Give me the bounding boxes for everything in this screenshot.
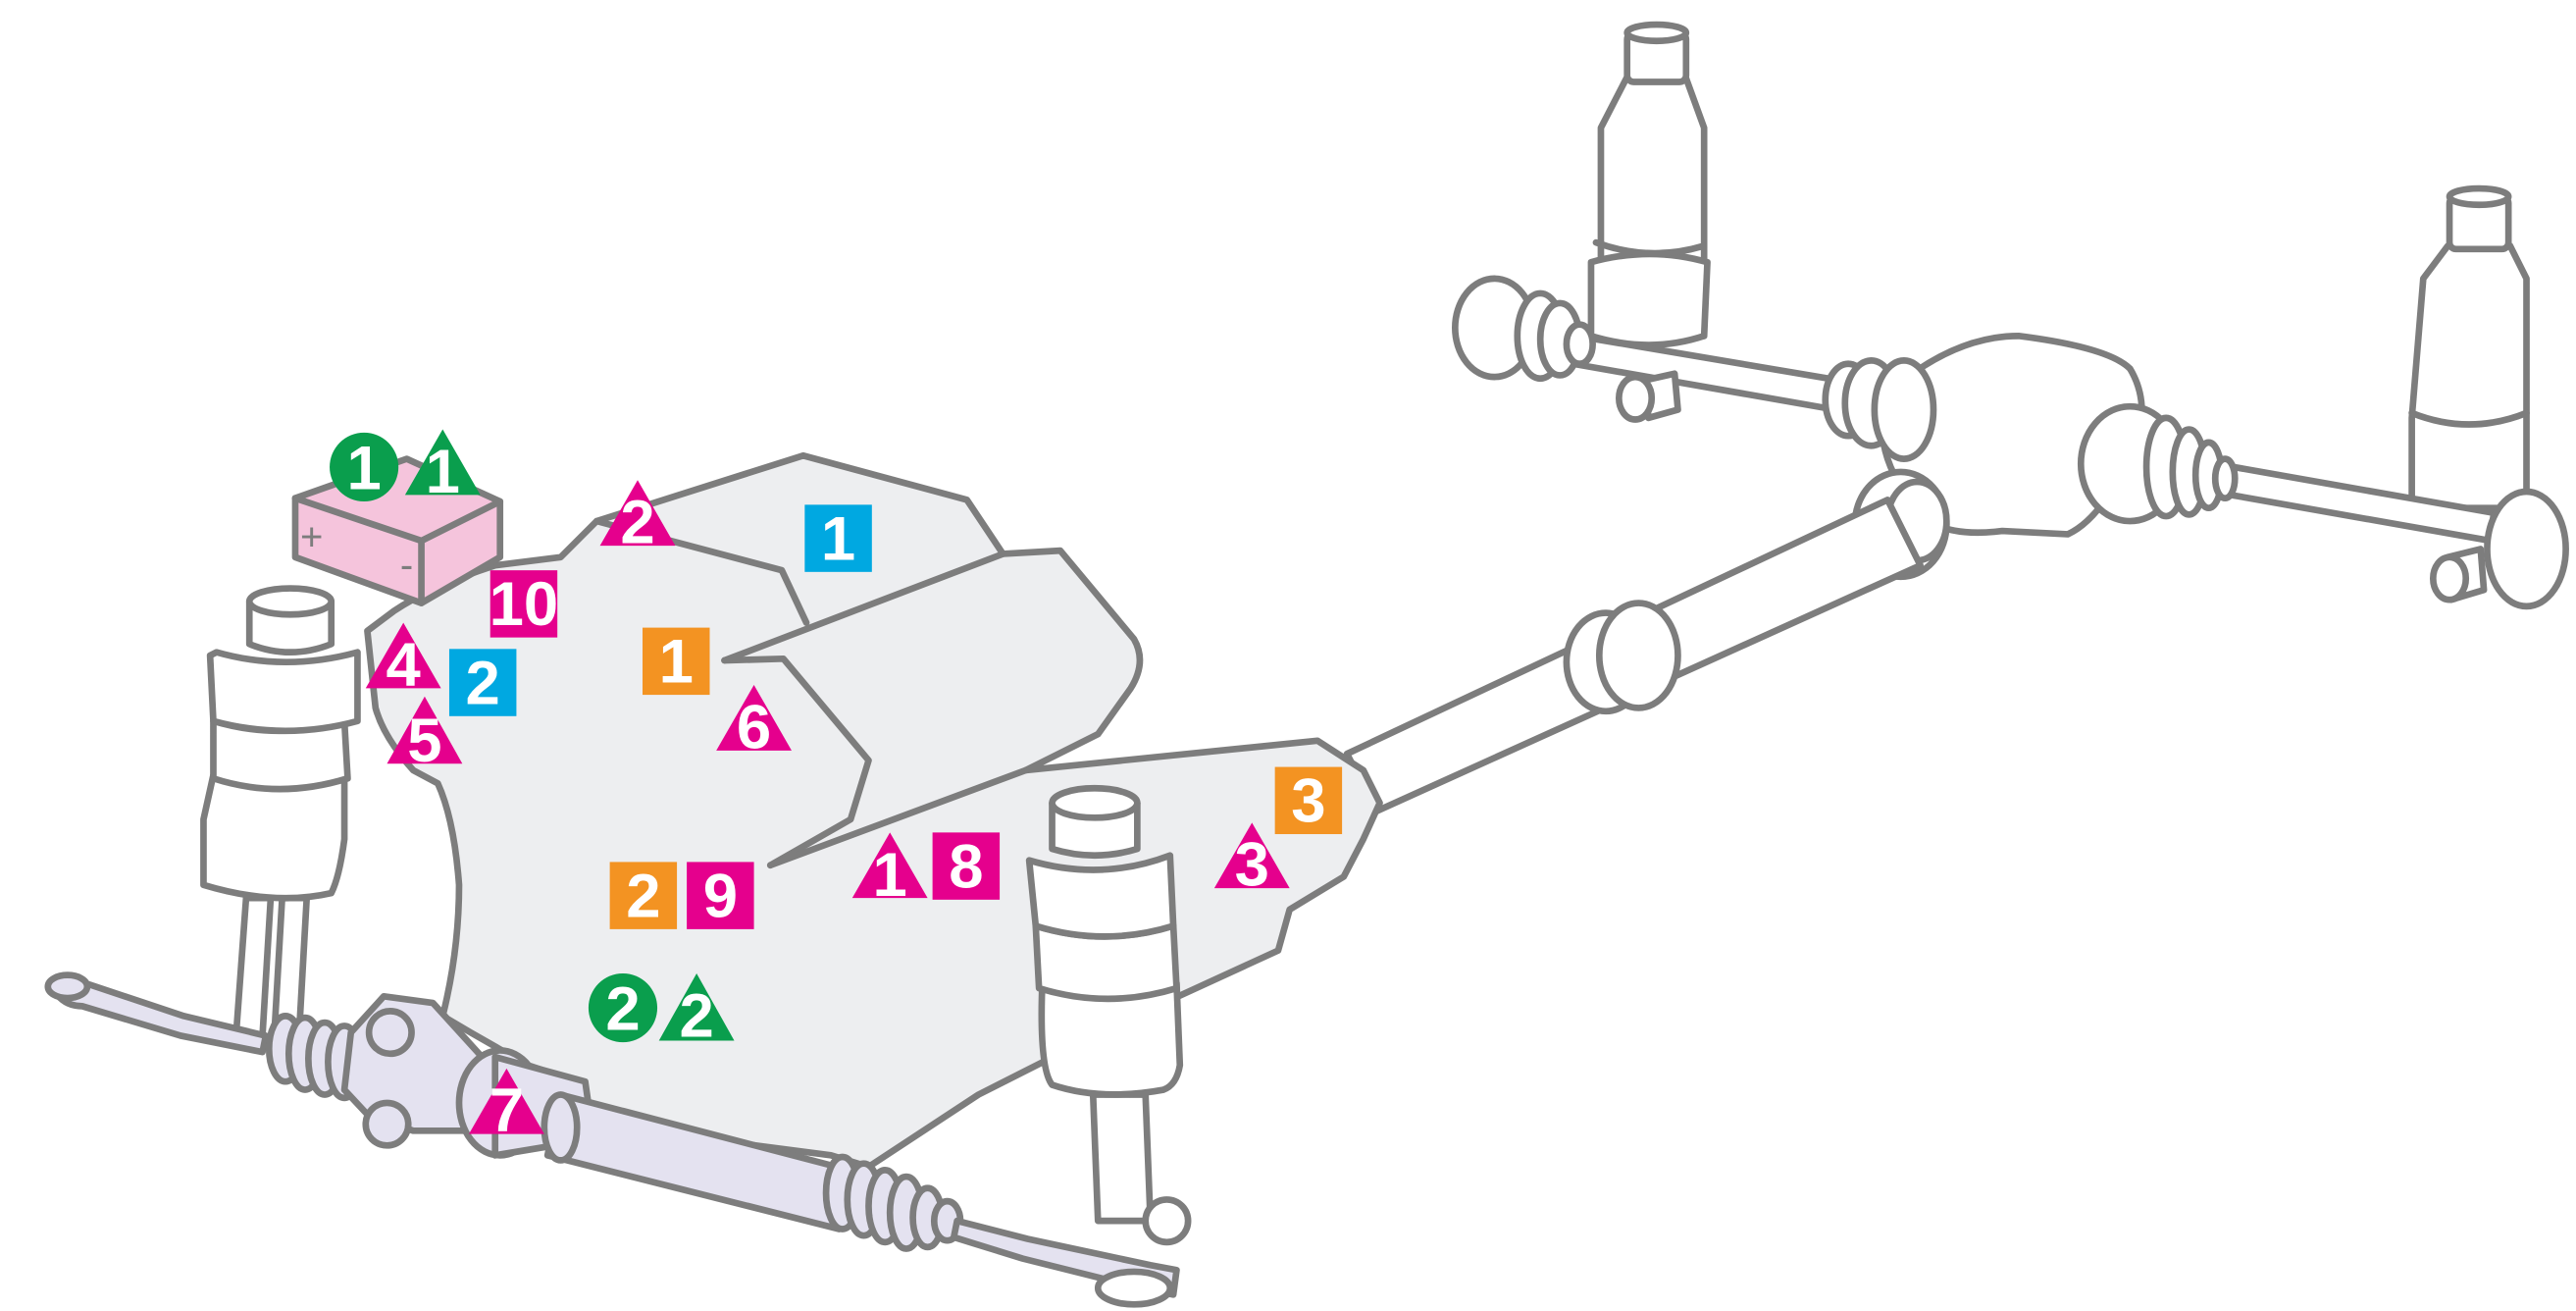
marker-label: 2	[626, 862, 660, 930]
marker-label: 10	[489, 570, 559, 639]
rear-left-shock-absorber	[1591, 25, 1708, 344]
propeller-shaft	[1347, 499, 1921, 811]
rear-axle-assembly	[1455, 25, 2565, 606]
cyan-square-marker-2[interactable]: 2	[449, 649, 516, 717]
marker-label: 2	[620, 489, 654, 557]
cyan-square-marker-1[interactable]: 1	[804, 504, 871, 573]
marker-label: 2	[679, 981, 713, 1050]
battery-minus-terminal: -	[400, 544, 413, 587]
orange-square-marker-3[interactable]: 3	[1275, 767, 1342, 836]
marker-label: 3	[1235, 831, 1269, 900]
orange-square-marker-1[interactable]: 1	[643, 628, 709, 697]
marker-label: 1	[873, 841, 907, 910]
battery-plus-terminal: +	[300, 516, 323, 559]
marker-label: 4	[386, 631, 421, 700]
front-left-shock-absorber	[203, 589, 357, 1044]
magenta-square-marker-8[interactable]: 8	[933, 832, 1000, 901]
marker-label: 6	[737, 693, 771, 761]
marker-label: 1	[659, 628, 694, 697]
marker-label: 2	[466, 649, 500, 717]
orange-square-marker-2[interactable]: 2	[610, 862, 677, 930]
marker-label: 1	[346, 435, 381, 503]
marker-label: 5	[407, 707, 441, 775]
magenta-square-marker-9[interactable]: 9	[687, 862, 753, 930]
marker-label: 2	[605, 975, 640, 1044]
marker-label: 1	[426, 438, 460, 506]
magenta-square-marker-10[interactable]: 10	[489, 570, 559, 639]
marker-label: 3	[1291, 767, 1325, 836]
marker-label: 7	[489, 1076, 524, 1145]
marker-label: 8	[949, 832, 983, 901]
marker-label: 9	[703, 862, 738, 930]
marker-label: 1	[821, 504, 855, 573]
rear-right-shock-absorber	[2412, 188, 2527, 508]
